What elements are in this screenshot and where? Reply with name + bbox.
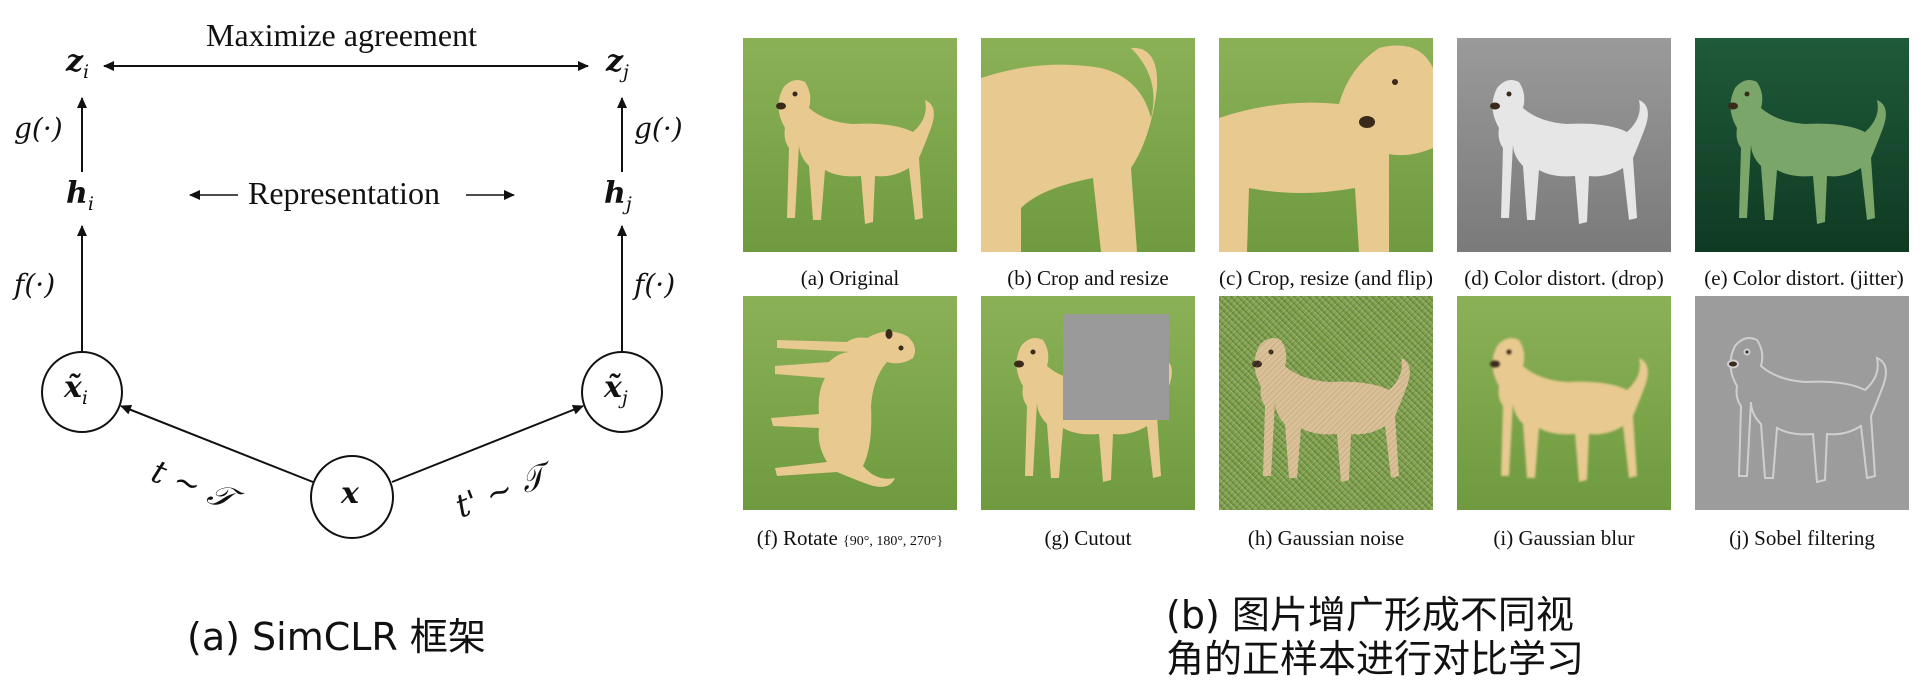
thumb-cutout bbox=[981, 296, 1195, 510]
caption-b: (b) Crop and resize bbox=[1007, 266, 1169, 290]
augmentation-caption-line1: (b) 图片增广形成不同视 bbox=[1166, 593, 1574, 637]
maximize-agreement-label: Maximize agreement bbox=[206, 17, 477, 53]
node-xt-j: x̃j bbox=[604, 370, 628, 409]
thumb-color-jitter bbox=[1695, 38, 1909, 252]
caption-a: (a) Original bbox=[800, 266, 900, 290]
augmentation-caption-line2: 角的正样本进行对比学习 bbox=[1166, 637, 1585, 681]
node-x-circle bbox=[310, 455, 394, 539]
node-h-i: hi bbox=[66, 176, 94, 215]
node-z-i: zi bbox=[66, 44, 90, 83]
caption-e: (e) Color distort. (jitter) bbox=[1704, 266, 1904, 290]
thumb-gaussian-blur bbox=[1457, 296, 1671, 510]
representation-label: Representation bbox=[248, 175, 440, 211]
g-right-label: g(·) bbox=[634, 112, 683, 145]
node-xt-i: x̃i bbox=[64, 370, 88, 409]
caption-i: (i) Gaussian blur bbox=[1493, 526, 1635, 550]
caption-h: (h) Gaussian noise bbox=[1247, 526, 1405, 550]
caption-c: (c) Crop, resize (and flip) bbox=[1219, 266, 1433, 290]
caption-j: (j) Sobel filtering bbox=[1729, 526, 1875, 550]
node-h-j: hj bbox=[604, 176, 632, 215]
f-right-label: f(·) bbox=[634, 268, 676, 301]
thumb-sobel bbox=[1695, 296, 1909, 510]
node-x: x bbox=[341, 476, 359, 511]
caption-d: (d) Color distort. (drop) bbox=[1464, 266, 1664, 290]
thumb-rotate bbox=[743, 296, 957, 510]
thumb-color-drop bbox=[1457, 38, 1671, 252]
f-left-label: f(·) bbox=[14, 268, 56, 301]
simclr-arrows bbox=[41, 61, 663, 539]
thumb-crop-resize bbox=[981, 38, 1195, 252]
thumb-gaussian-noise bbox=[1219, 296, 1433, 510]
thumb-crop-resize-flip bbox=[1219, 38, 1433, 252]
node-z-j: zj bbox=[606, 44, 629, 83]
caption-g: (g) Cutout bbox=[1044, 526, 1132, 550]
caption-f: (f) Rotate {90°, 180°, 270°} bbox=[756, 526, 944, 550]
thumb-original bbox=[743, 38, 957, 252]
g-left-label: g(·) bbox=[14, 112, 63, 145]
node-xt-i-circle bbox=[41, 351, 123, 433]
framework-caption: (a) SimCLR 框架 bbox=[187, 615, 486, 659]
node-xt-j-circle bbox=[581, 351, 663, 433]
cutout-block bbox=[1063, 314, 1169, 420]
